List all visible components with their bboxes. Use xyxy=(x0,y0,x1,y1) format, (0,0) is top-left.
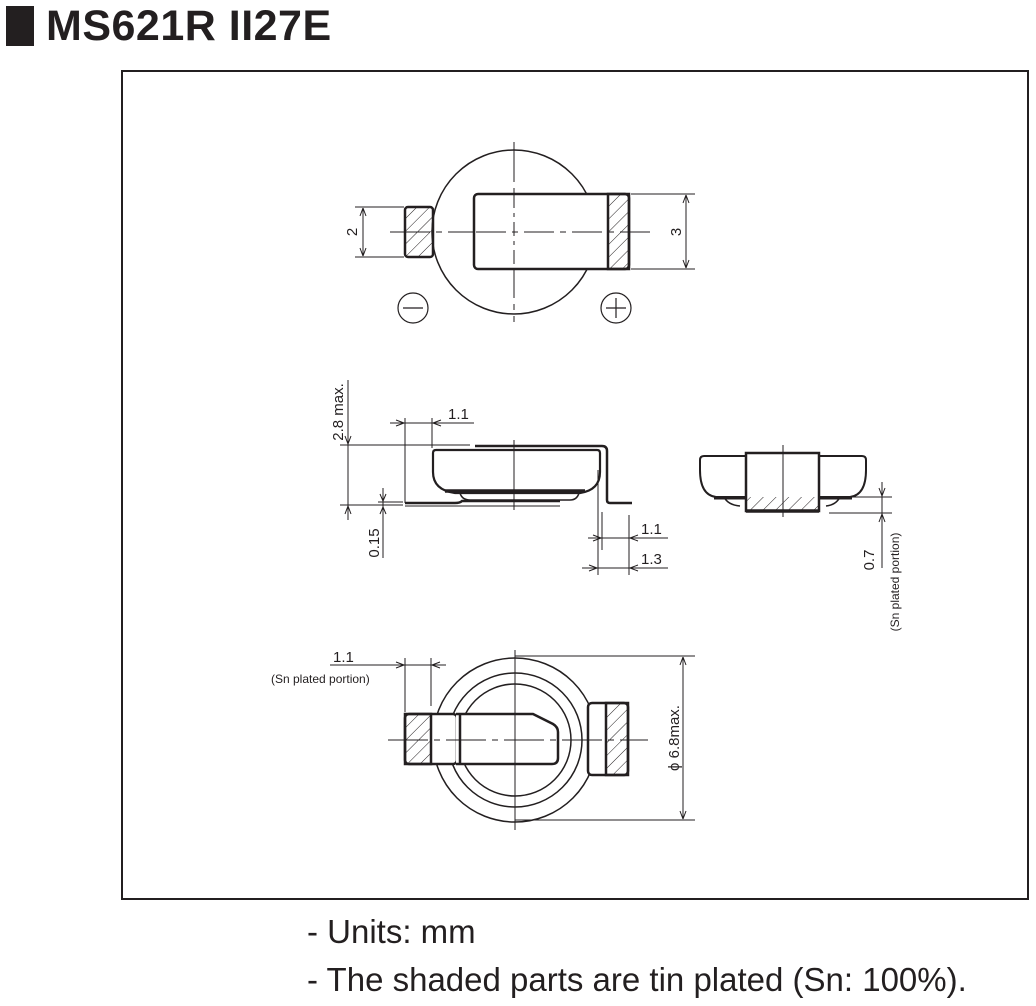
side-view-dim-thickness: 0.15 xyxy=(366,528,383,557)
plus-terminal-icon xyxy=(600,292,632,324)
note-plating: - The shaded parts are tin plated (Sn: 1… xyxy=(307,961,967,998)
top-view-dim-left: 2 xyxy=(344,228,361,236)
title-marker-block xyxy=(6,6,34,46)
top-view xyxy=(355,142,695,324)
bottom-view xyxy=(330,650,695,830)
bottom-view-plating-note: (Sn plated portion) xyxy=(271,672,370,686)
side-view-dim-right-a: 1.1 xyxy=(641,521,662,538)
note-units: - Units: mm xyxy=(307,913,476,950)
top-view-dim-right: 3 xyxy=(668,228,685,236)
page-title: MS621R II27E xyxy=(6,2,332,50)
title-text: MS621R II27E xyxy=(46,2,332,50)
minus-terminal-icon xyxy=(397,292,429,324)
drawing-frame xyxy=(121,70,1029,900)
end-view-dim-plating: 0.7 xyxy=(861,550,878,571)
side-view xyxy=(340,380,668,575)
side-view-dim-height: 2.8 max. xyxy=(330,383,347,441)
side-view-dim-right-b: 1.3 xyxy=(641,551,662,568)
bottom-view-dim-diameter: ϕ 6.8max. xyxy=(666,705,683,771)
notes: - Units: mm - The shaded parts are tin p… xyxy=(307,908,967,1004)
bottom-view-dim-plating: 1.1 xyxy=(333,649,354,666)
end-view-plating-note: (Sn plated portion) xyxy=(888,533,902,632)
side-view-dim-lead-offset: 1.1 xyxy=(448,406,469,423)
end-view xyxy=(699,445,892,568)
